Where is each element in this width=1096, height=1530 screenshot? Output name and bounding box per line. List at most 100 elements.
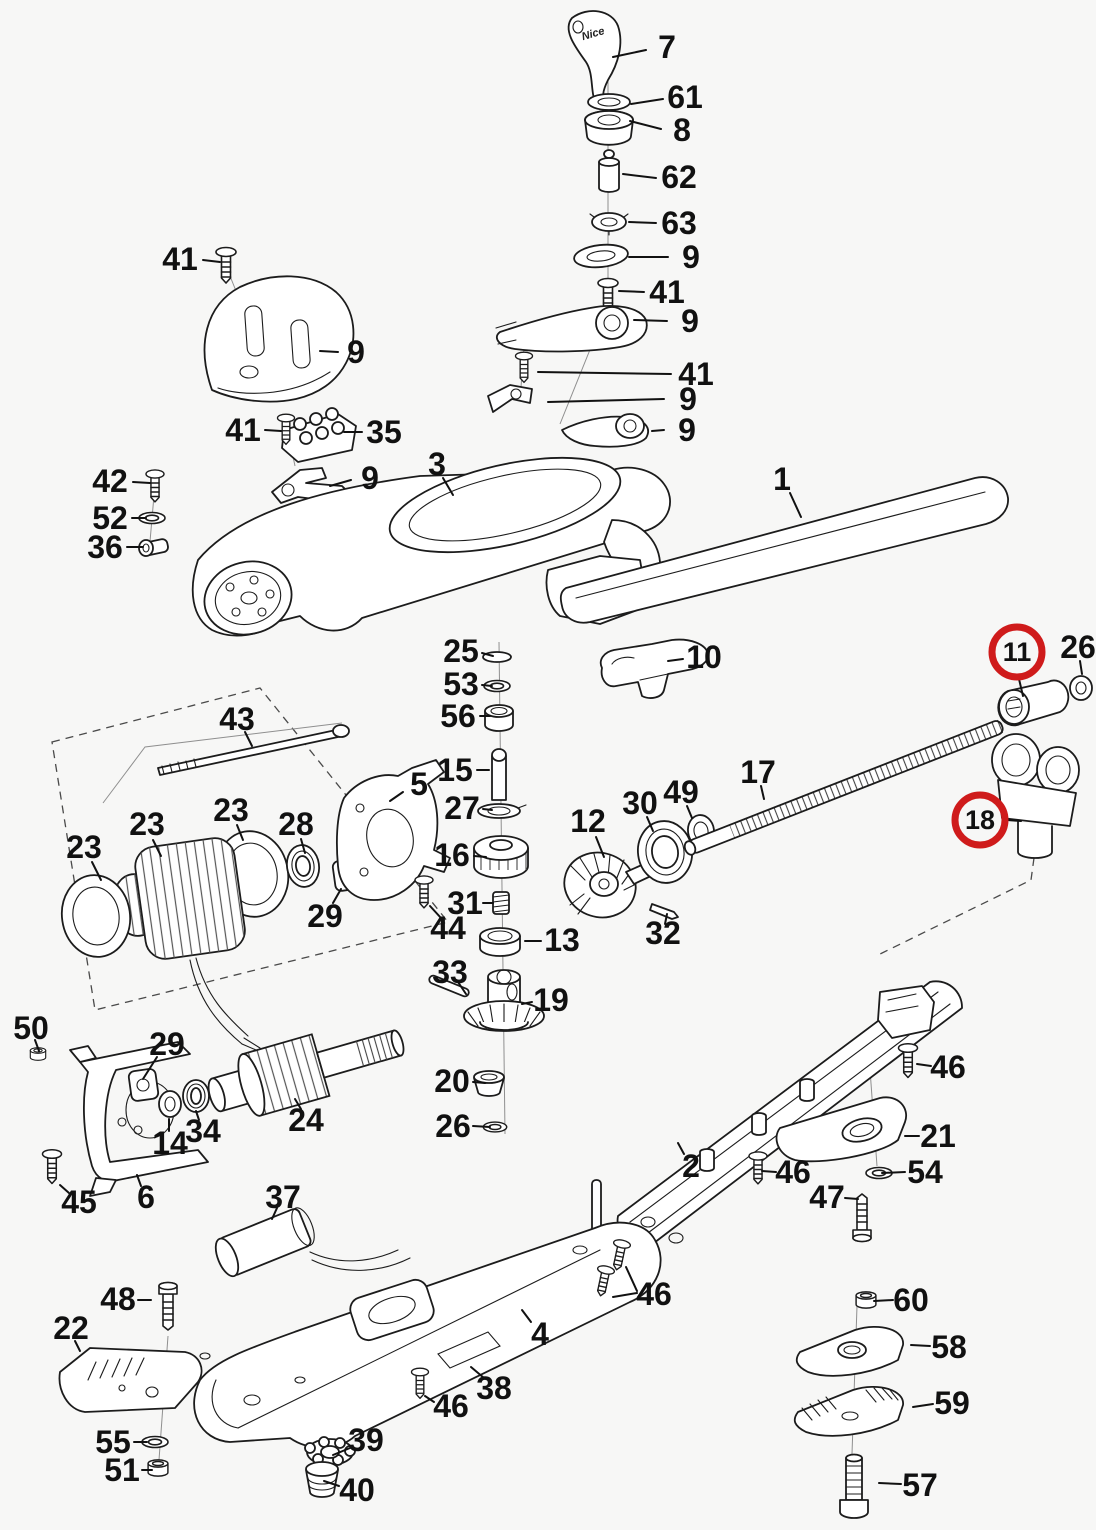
part-26-washer-top [1069,675,1093,701]
part-label-5: 5 [410,766,428,802]
leader-line-10 [667,658,684,662]
leader-line-57 [878,1482,902,1485]
part-19-bevel-gear-hub [463,969,545,1032]
part-61-ring [587,93,631,111]
part-41-screw [215,246,237,284]
part-34-bearing [182,1079,210,1113]
leader-line-2 [677,1142,685,1155]
leader-line-5 [389,791,404,802]
part-label-9: 9 [679,381,697,417]
part-label-35: 35 [366,414,402,450]
part-label-9: 9 [361,460,379,496]
part-label-63: 63 [661,205,697,241]
leader-line-26 [472,1125,491,1128]
part-43-long-bolt [102,722,350,804]
leader-line-41 [618,290,645,293]
part-label-4: 4 [531,1316,549,1352]
part-label-23: 23 [129,806,165,842]
part-22-mount-plate [58,1347,203,1413]
part-label-62: 62 [661,159,697,195]
part-44-screw [414,875,434,909]
leader-line-7 [612,49,647,58]
leader-line-3 [442,477,454,496]
leader-line-46 [424,1395,435,1403]
part-label-9: 9 [681,303,699,339]
leader-line-41 [537,371,672,375]
part-label-12: 12 [570,803,606,839]
part-label-11: 11 [1003,637,1032,667]
part-label-25: 25 [443,633,479,669]
part-59-serrated-clamp [793,1386,904,1437]
part-label-14: 14 [152,1125,188,1161]
part-35-terminal-block [281,407,357,463]
part-label-51: 51 [104,1452,140,1488]
leader-line-29 [332,888,342,904]
part-9-cover-cap [203,275,355,403]
part-31-spring [492,891,510,915]
leader-line-63 [628,221,657,224]
part-label-58: 58 [931,1329,967,1365]
part-label-41: 41 [678,356,714,392]
part-label-8: 8 [673,112,691,148]
part-5-gear-bracket [335,759,451,901]
leader-line-62 [622,173,657,179]
part-23-ring-front [60,874,132,958]
part-label-55: 55 [95,1424,131,1460]
part-label-9: 9 [682,239,700,275]
part-29-clip-lower [127,1068,160,1102]
leader-line-58 [910,1344,931,1347]
part-label-56: 56 [440,698,476,734]
part-label-19: 19 [533,982,569,1018]
leader-line-53 [481,684,493,687]
part-label-52: 52 [92,500,128,536]
leader-line-43 [244,731,253,747]
part-label-49: 49 [663,774,699,810]
part-9-lever [561,413,649,448]
leader-line-47 [844,1197,859,1200]
part-label-59: 59 [934,1385,970,1421]
part-42-screw [145,469,165,503]
part-label-23: 23 [213,792,249,828]
part-label-46: 46 [433,1388,469,1424]
leader-line-41 [202,259,221,263]
part-label-36: 36 [87,529,123,565]
part-60-nut [855,1291,877,1309]
leader-line-17 [760,785,765,800]
leader-line-9 [547,398,665,403]
highlight-circle-11 [988,623,1046,681]
leader-line-46 [625,1266,638,1292]
part-label-28: 28 [278,806,314,842]
part-label-45: 45 [61,1184,97,1220]
part-18-reference-line [877,857,1035,956]
leader-line-30 [646,816,654,832]
part-56-bushing [484,704,514,732]
part-label-47: 47 [809,1179,845,1215]
part-9-hinge-bracket [487,384,533,413]
part-label-60: 60 [893,1282,929,1318]
leader-line-34 [195,1110,200,1121]
part-label-26: 26 [1060,629,1096,665]
leader-line-16 [473,855,487,858]
part-11-drive-nut [997,679,1070,727]
part-label-50: 50 [13,1010,49,1046]
leader-line-23 [236,824,244,841]
leader-line-20 [472,1081,486,1084]
part-47-bolt [852,1193,872,1243]
part-label-10: 10 [686,639,722,675]
part-38-label [437,1331,501,1369]
part-label-32: 32 [645,915,681,951]
part-48-bolt [158,1281,178,1331]
leader-line-18 [1006,819,1022,822]
leader-line-12 [595,836,605,858]
leader-line-28 [300,838,306,854]
leader-line-9 [329,479,352,487]
part-label-1: 1 [773,461,791,497]
part-label-16: 16 [434,837,470,873]
part-46-screw [897,1042,919,1079]
part-label-3: 3 [428,446,446,482]
leader-line-26 [1079,660,1083,675]
part-label-9: 9 [678,412,696,448]
